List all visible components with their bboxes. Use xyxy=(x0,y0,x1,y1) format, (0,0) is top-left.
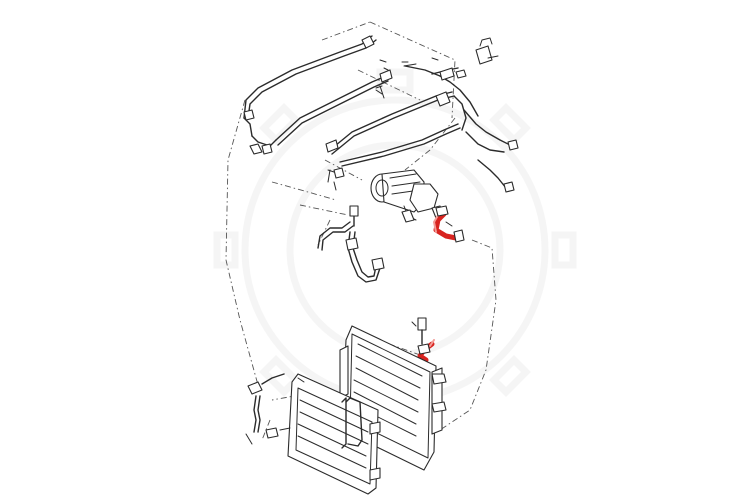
fastener-bolts xyxy=(297,61,453,383)
suction-hose-assembly xyxy=(317,205,385,283)
radiator xyxy=(287,373,381,495)
upper-pipe-assembly xyxy=(243,35,519,193)
ac-compressor xyxy=(370,169,445,223)
highlighted-compressor-hose xyxy=(433,205,465,243)
lower-liquid-line xyxy=(245,373,291,445)
